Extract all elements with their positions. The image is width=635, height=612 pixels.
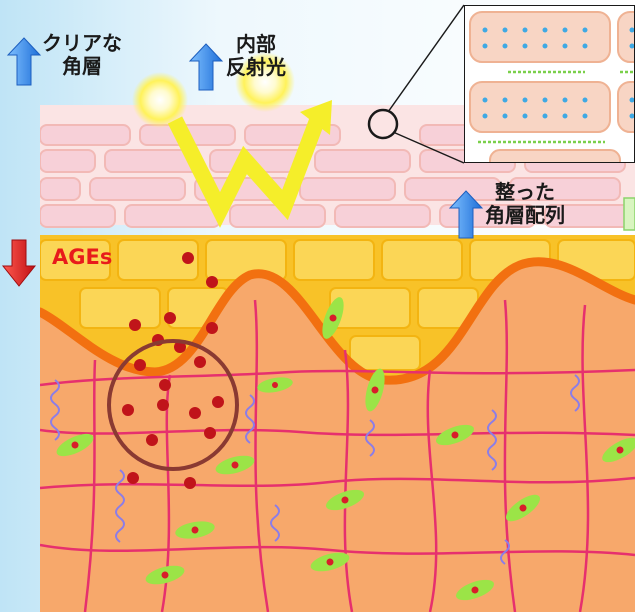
internal-reflection-label-line1: 内部	[236, 32, 276, 56]
ages-down-arrow-icon	[1, 239, 37, 287]
clear-stratum-label: クリアな 角層	[42, 32, 122, 78]
ages-label: AGEs	[52, 245, 113, 269]
zoom-circle	[367, 108, 399, 140]
clear-stratum-label-line2: 角層	[62, 54, 102, 78]
ordered-layer-label-line2: 角層配列	[485, 203, 565, 227]
inset-zoom	[464, 5, 635, 163]
partial-legend-tile	[623, 197, 635, 231]
light-glow-2	[235, 52, 295, 112]
internal-reflection-label: 内部 反射光	[226, 33, 286, 79]
clear-stratum-label-line1: クリアな	[42, 31, 122, 55]
reflection-arrow	[167, 115, 326, 228]
light-glow-1	[132, 72, 188, 128]
ordered-layer-label: 整った 角層配列	[485, 181, 565, 227]
internal-reflection-label-line2: 反射光	[226, 55, 286, 79]
zoom-line-bottom	[392, 131, 465, 164]
ages-highlight-circle	[107, 339, 239, 471]
clear-stratum-up-arrow-icon	[6, 37, 42, 86]
reflection-up-arrow-icon	[188, 43, 224, 91]
ordered-layer-up-arrow-icon	[448, 190, 484, 239]
elastin-fibers	[50, 374, 580, 565]
fibroblasts	[56, 297, 635, 601]
ages-deposits	[122, 252, 224, 489]
reflection-arrow-head	[300, 100, 332, 135]
zoom-line-top	[387, 4, 465, 113]
ordered-layer-label-line1: 整った	[495, 180, 555, 204]
